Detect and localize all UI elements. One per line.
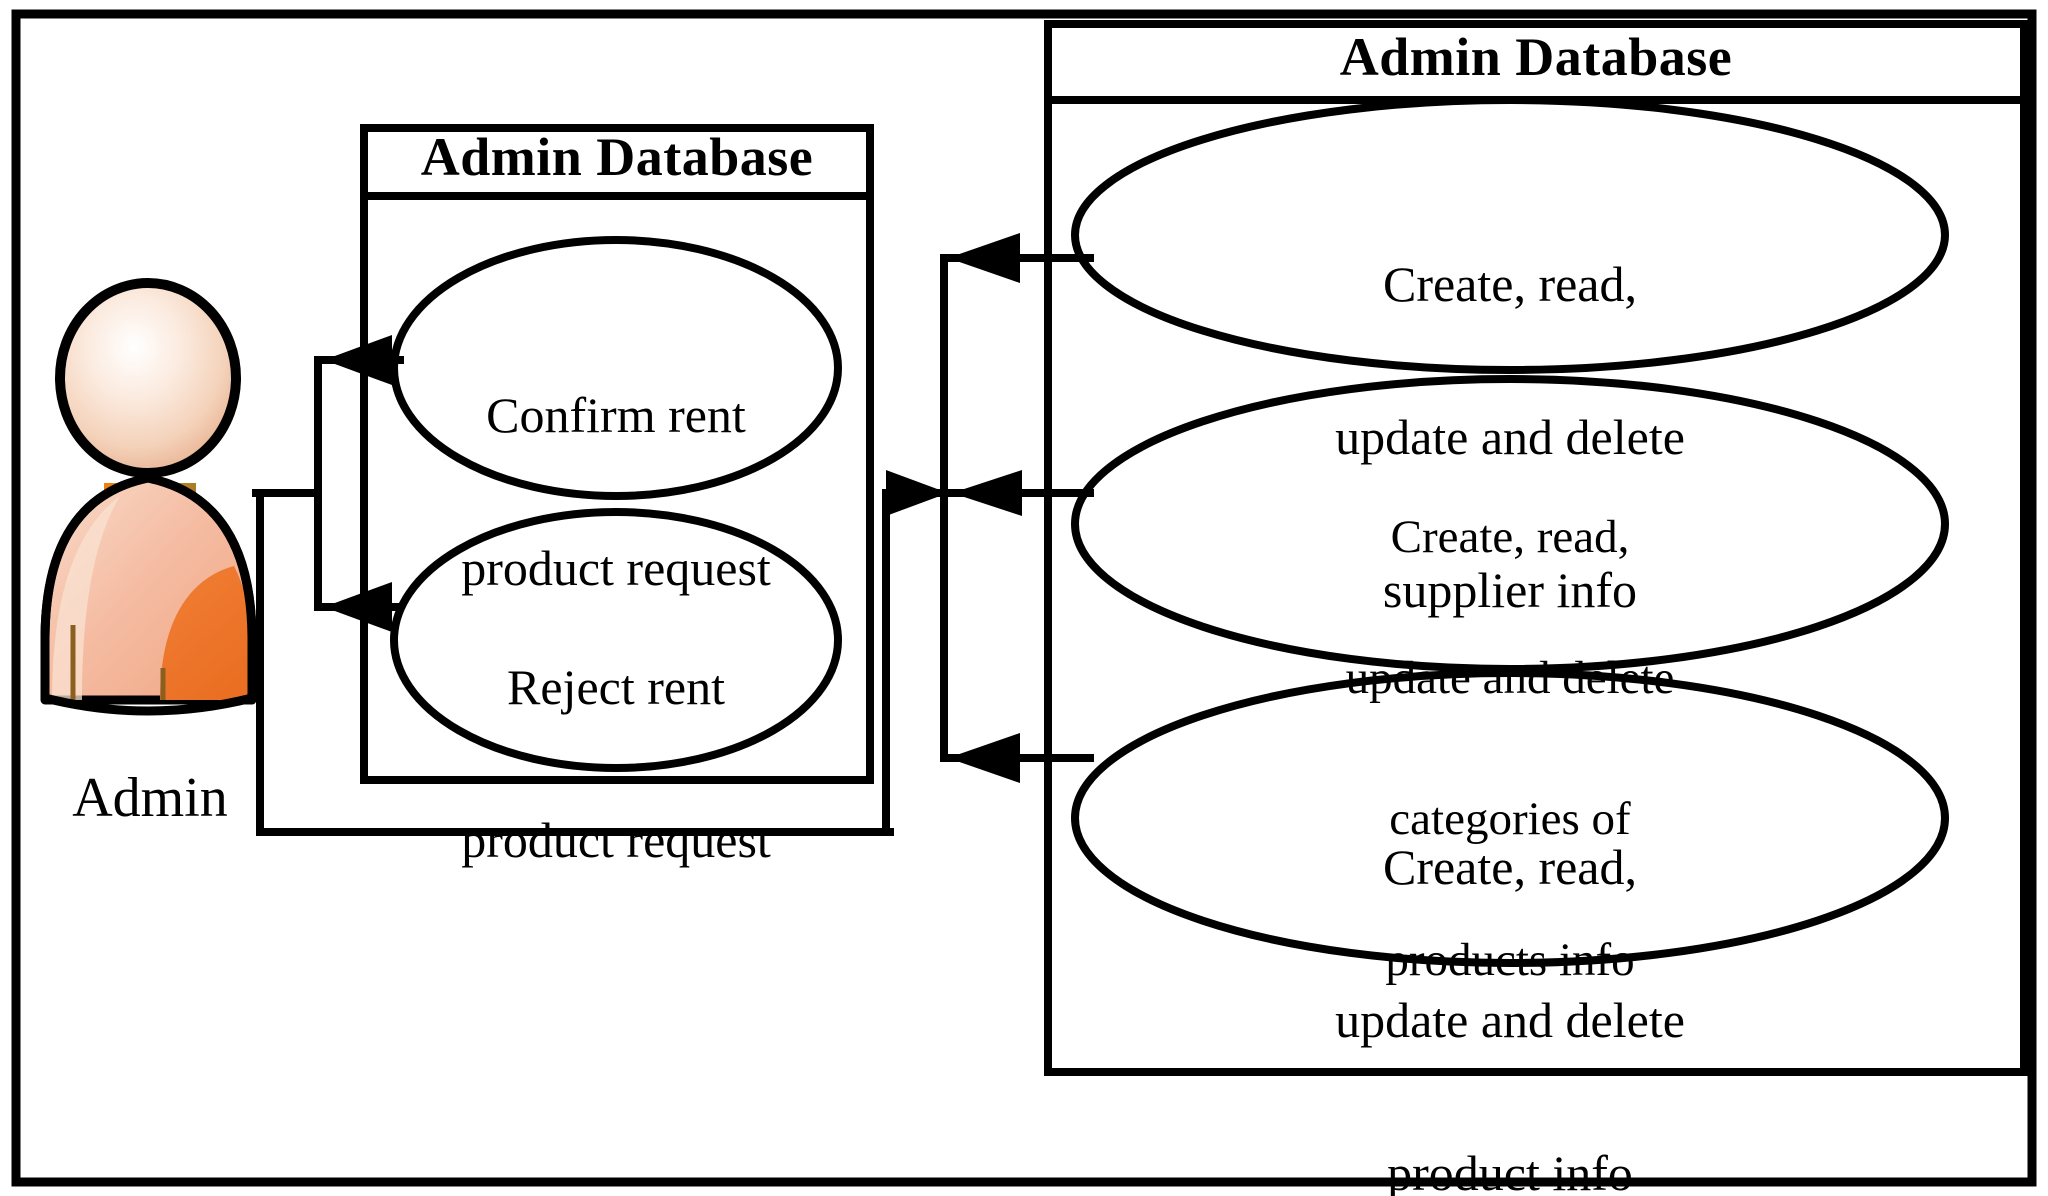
- arrowhead-product-to-admin: [948, 733, 1020, 783]
- use-case-crud-supplier-shape[interactable]: [1071, 96, 1949, 374]
- person-actor-icon: [40, 278, 257, 716]
- association-lines-left: [252, 356, 404, 611]
- arrowhead-supplier-to-admin: [948, 233, 1020, 283]
- use-case-confirm-rent-shape[interactable]: [390, 236, 842, 500]
- arrowhead-admin-to-right-bus: [886, 470, 948, 516]
- use-case-reject-rent-shape[interactable]: [390, 508, 842, 772]
- arrowhead-categories-to-admin: [952, 470, 1022, 516]
- use-case-crud-categories-shape[interactable]: [1071, 375, 1949, 673]
- arrowhead-reject-to-admin: [324, 582, 392, 632]
- arrowhead-confirm-to-admin: [324, 335, 392, 385]
- use-case-crud-product-shape[interactable]: [1071, 669, 1949, 967]
- diagram-outer-frame: [11, 9, 2037, 1187]
